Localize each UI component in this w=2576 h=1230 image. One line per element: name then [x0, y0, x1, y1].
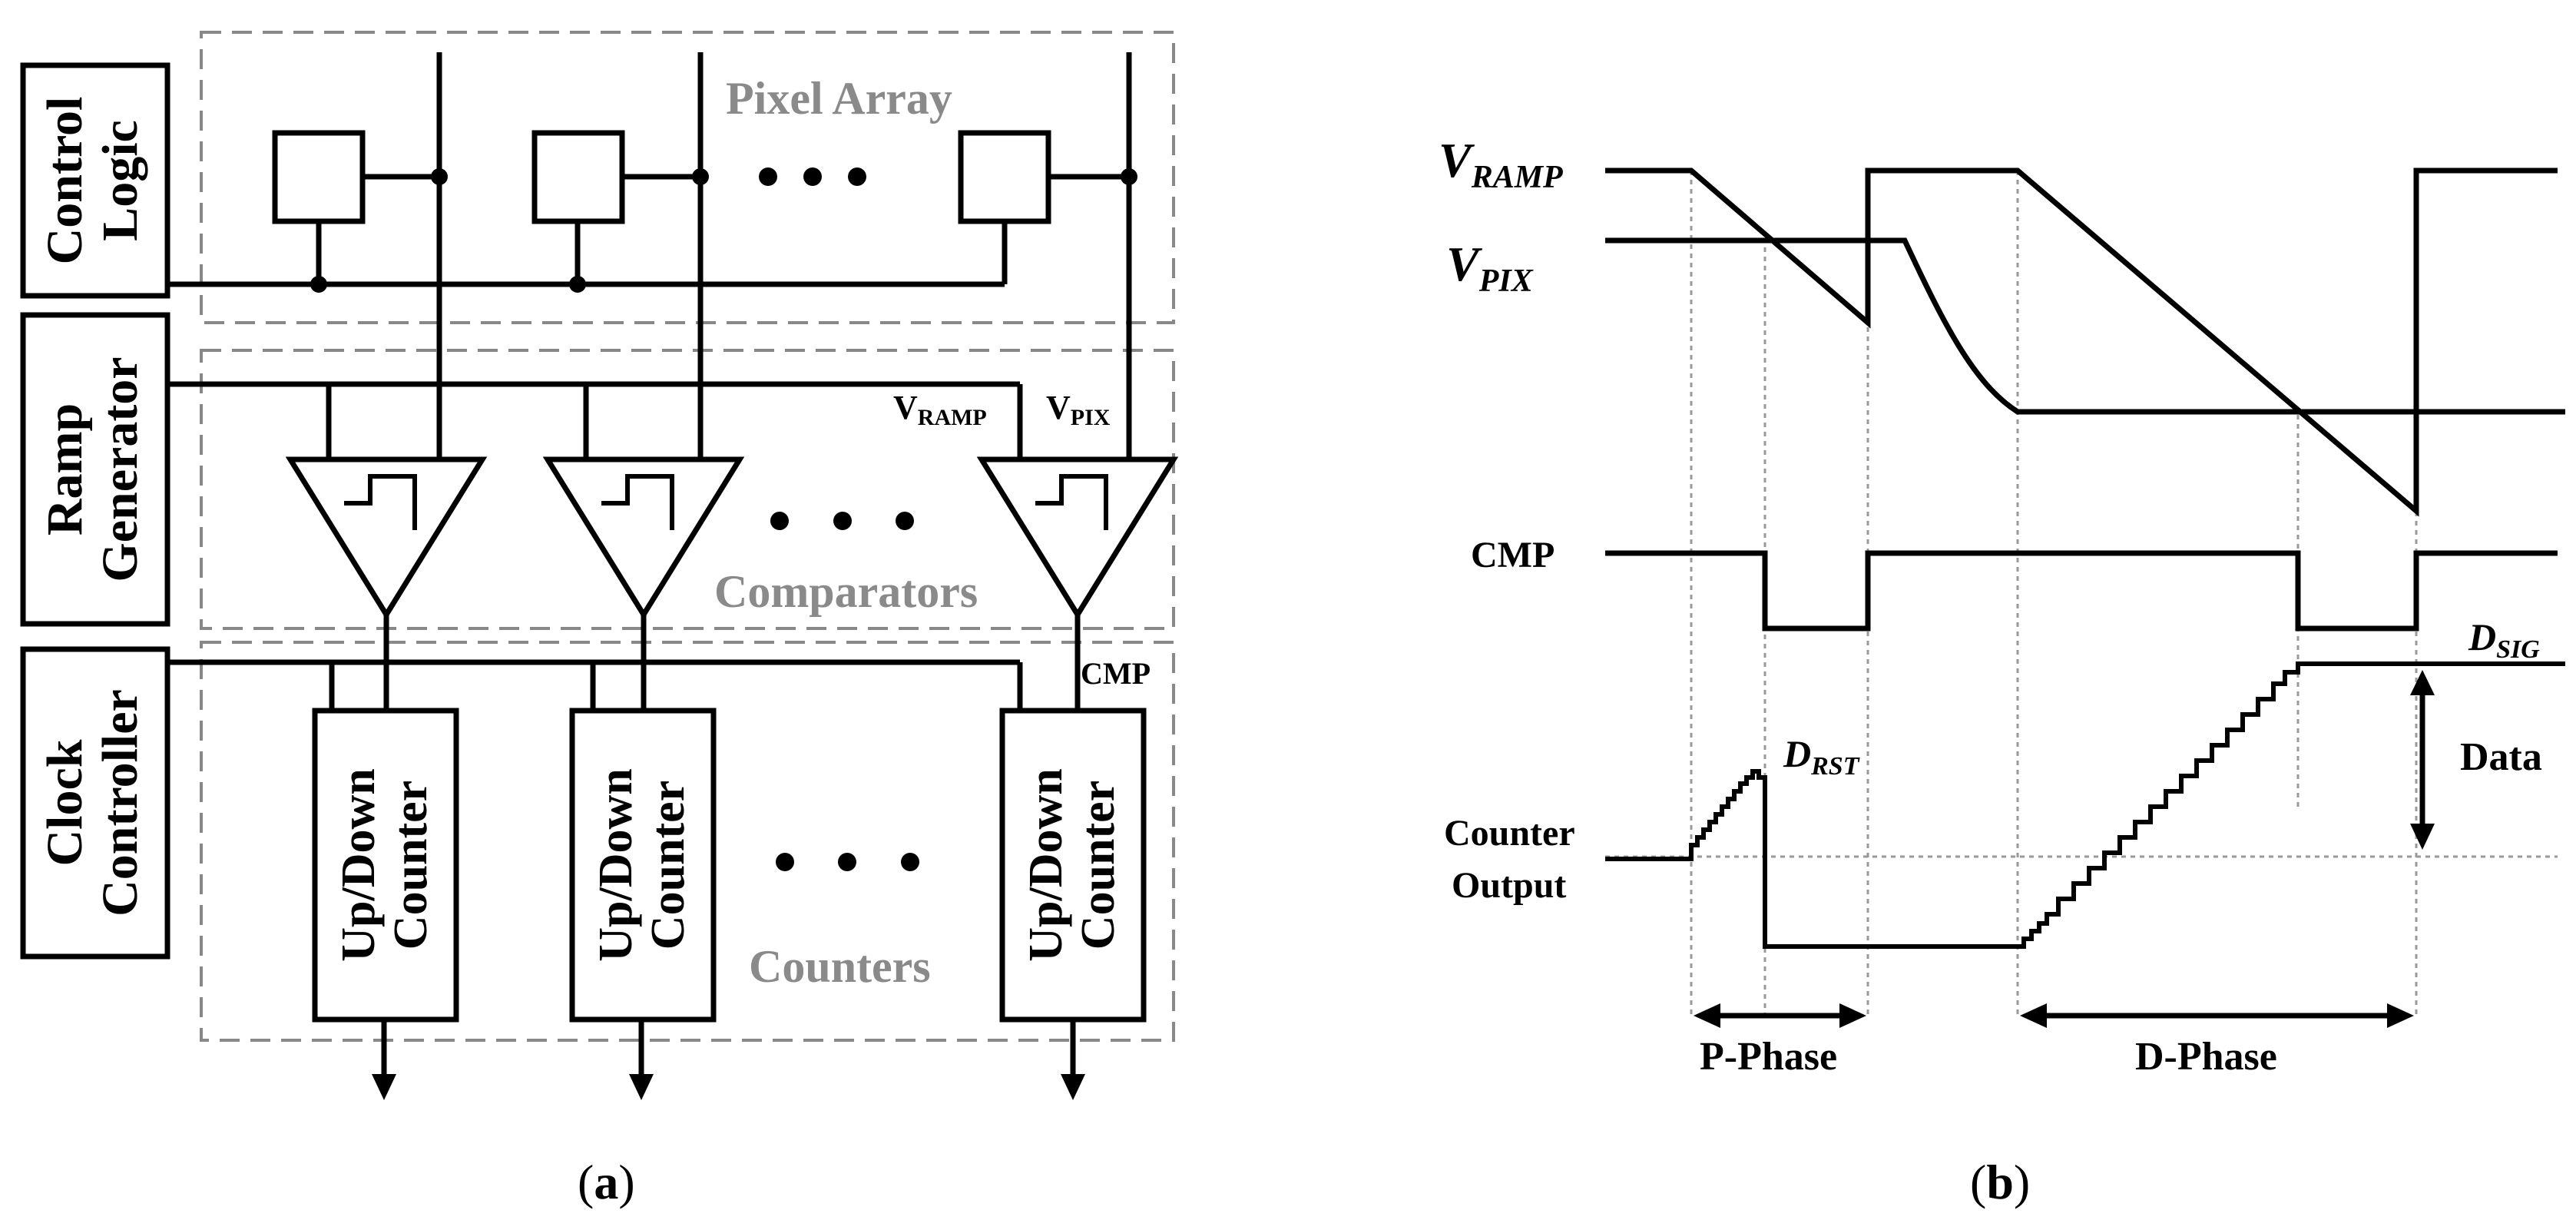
data-label: Data [2460, 735, 2542, 779]
comparator-ellipsis [770, 512, 914, 530]
d-phase-label: D-Phase [2135, 1035, 2277, 1079]
control-logic-line1: Control [37, 97, 93, 265]
pixel-array-region [200, 31, 1175, 324]
control-logic-line2: Logic [92, 120, 148, 241]
cmp-label-b: CMP [1471, 535, 1555, 575]
p-phase-arrow-right [1839, 1003, 1866, 1028]
d-sig-label: DSIG [2468, 615, 2540, 664]
ramp-generator-line1: Ramp [37, 403, 93, 535]
counter-1-line1: Up/Down [333, 768, 385, 962]
counter-n-line1: Up/Down [1020, 768, 1072, 962]
counter-2-line2: Counter [642, 781, 694, 950]
counter-1 [312, 708, 459, 1023]
counter-output-arrows [381, 1019, 1076, 1076]
pixel-n [958, 130, 1051, 224]
counter-output-line2: Output [1452, 865, 1566, 906]
ramp-bus [167, 381, 1023, 461]
panel-b: VRAMP VPIX CMP DSIG DRST Data Counter Ou… [1439, 133, 2565, 1079]
pixel-2 [531, 130, 625, 224]
p-phase-label: P-Phase [1700, 1035, 1837, 1079]
data-arrow-head-up [2410, 670, 2435, 695]
caption-b: (b) [1970, 1155, 2030, 1209]
counters-label: Counters [749, 941, 931, 992]
pixel-1 [272, 130, 366, 224]
counter-output-line1: Counter [1444, 813, 1575, 854]
clock-bus [167, 615, 1081, 711]
clock-controller-block [20, 646, 171, 960]
pixel-array-label: Pixel Array [726, 73, 952, 124]
d-phase-arrow-left [2020, 1003, 2047, 1028]
counter-2 [569, 708, 717, 1023]
counter-n [999, 708, 1147, 1023]
counter-ellipsis [776, 853, 919, 871]
counter-1-line2: Counter [385, 781, 437, 950]
panel-a: Control Logic Ramp Generator Clock Contr… [20, 31, 1179, 1100]
v-pix-waveform [1605, 237, 2565, 415]
cmp-label-a: CMP [1081, 656, 1151, 691]
d-rst-label: DRST [1783, 732, 1860, 781]
comparator-1 [285, 456, 488, 620]
arrow-heads [372, 1074, 1085, 1100]
counter-output-waveform [1605, 661, 2565, 949]
v-pix-label-a: VPIX [1046, 389, 1111, 430]
v-ramp-waveform [1605, 167, 2558, 517]
counter-n-line2: Counter [1072, 781, 1124, 950]
ramp-generator-block [20, 312, 171, 627]
d-phase-arrow-right [2387, 1003, 2414, 1028]
caption-a: (a) [578, 1155, 635, 1209]
control-logic-block [20, 62, 171, 299]
comparators-region [200, 349, 1175, 630]
ramp-generator-line2: Generator [92, 356, 148, 582]
v-ramp-label-b: VRAMP [1439, 133, 1563, 195]
junction-dots [310, 168, 1137, 293]
v-ramp-label-a: VRAMP [893, 389, 987, 430]
pixel-ellipsis [759, 167, 866, 186]
comparator-2 [542, 456, 745, 620]
counter-2-line1: Up/Down [590, 768, 642, 962]
p-phase-arrow-left [1694, 1003, 1720, 1028]
clock-controller-line1: Clock [37, 739, 93, 866]
clock-controller-line2: Controller [92, 689, 148, 917]
counters-region [200, 641, 1175, 1042]
v-pix-label-b: VPIX [1446, 237, 1534, 299]
comparators-label: Comparators [714, 566, 978, 617]
cmp-waveform [1605, 550, 2558, 632]
comparator-n [976, 456, 1179, 620]
data-arrow-head-down [2410, 824, 2435, 850]
